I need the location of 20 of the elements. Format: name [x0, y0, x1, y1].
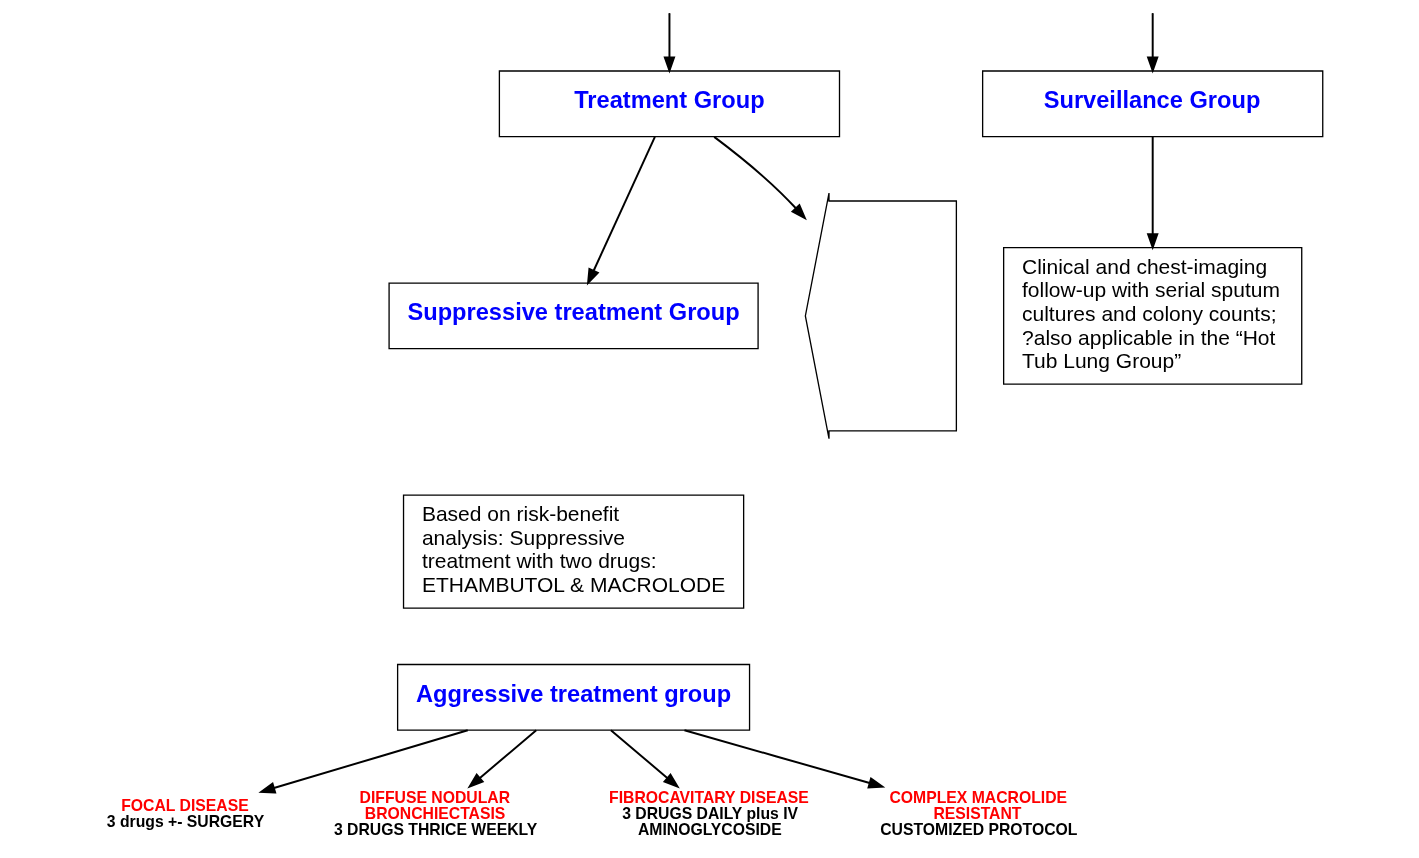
node-box: Based on risk-benefit analysis: Suppressive treatment with two drugs: ETHAMBUTOL & MACROLODE [402, 494, 745, 609]
node-box: Clinical and chest-imaging follow-up with serial sputum cultures and colony counts; ?also applicable in the “Hot Tub Lung Group” [1003, 246, 1303, 385]
node-callout [804, 192, 958, 440]
arrow [1146, 13, 1159, 74]
node-box: Treatment Group [498, 70, 841, 138]
arrow [683, 729, 886, 789]
node-text: COMPLEX MACROLIDE RESISTANT CUSTOMIZED PROTOCOL [880, 789, 1078, 838]
arrow [467, 729, 538, 789]
node-box: Suppressive treatment Group [388, 282, 759, 350]
node-text: FOCAL DISEASE 3 drugs +- SURGERY [106, 797, 265, 830]
node-text: DIFFUSE NODULAR BRONCHIECTASIS 3 DRUGS THRICE WEEKLY [333, 789, 538, 838]
arrow [258, 729, 469, 794]
arrow [713, 135, 807, 221]
arrow [1146, 135, 1159, 251]
node-box: Surveillance Group [982, 70, 1324, 138]
node-text: FIBROCAVITARY DISEASE 3 DRUGS DAILY plus IV AMINOGLYCOSIDE [609, 789, 809, 838]
node-box: Aggressive treatment group [396, 663, 751, 731]
arrow [609, 729, 680, 789]
arrow [663, 13, 676, 74]
arrow [586, 135, 656, 286]
